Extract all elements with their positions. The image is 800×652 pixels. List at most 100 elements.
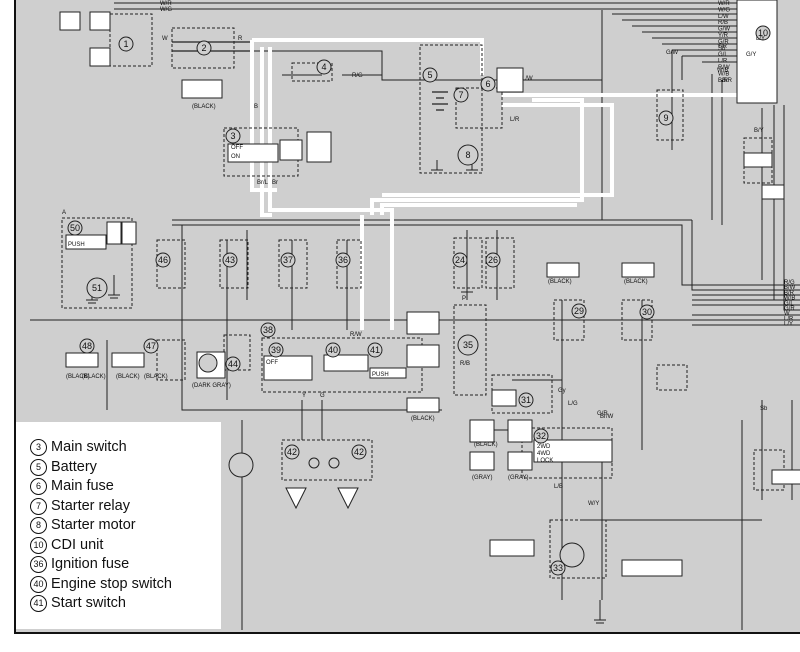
wire-code: Sb xyxy=(760,406,768,412)
wire-code: W/G xyxy=(160,7,172,13)
legend-label: Starter motor xyxy=(51,517,136,533)
cdi-pin-label: L/W xyxy=(718,14,729,20)
svg-text:50: 50 xyxy=(70,223,80,233)
wire-code: B xyxy=(254,104,258,110)
svg-text:10: 10 xyxy=(758,28,768,38)
wire-code: Br/W xyxy=(600,414,614,420)
right-wire-label: B/R xyxy=(784,290,795,296)
label-layer: (BLACK)(BLACK)(BLACK)(BLACK)(BLACK)(BLAC… xyxy=(62,1,796,507)
wire-code: Y xyxy=(302,393,306,399)
harness-wires xyxy=(30,2,800,630)
callout-9: 9 xyxy=(658,110,674,126)
wire-code: G/Y xyxy=(746,52,756,58)
label-black-47b: (BLACK) xyxy=(144,374,168,380)
label-lock: LOCK xyxy=(537,458,553,464)
legend-label: Main fuse xyxy=(51,478,114,494)
cdi-pin-label: Y/R xyxy=(718,33,729,39)
callout-10: 10 xyxy=(755,25,771,41)
callout-6: 6 xyxy=(480,76,496,92)
legend-label: Engine stop switch xyxy=(51,575,172,592)
lamp-housings xyxy=(285,487,359,510)
callout-8: 8 xyxy=(457,144,479,166)
callout-47: 47 xyxy=(143,338,159,354)
wire-code: Br xyxy=(272,180,278,186)
label-gray-a: (GRAY) xyxy=(472,475,493,481)
svg-text:43: 43 xyxy=(225,255,235,265)
callout-24: 24 xyxy=(452,252,468,268)
svg-text:3: 3 xyxy=(230,131,235,141)
right-wire-label: W xyxy=(784,311,790,317)
callout-50: 50 xyxy=(67,220,83,236)
legend-label: Battery xyxy=(51,458,97,475)
wire-code: G xyxy=(320,393,325,399)
callout-2: 2 xyxy=(196,40,212,56)
wire-code: Y/R xyxy=(717,44,728,50)
svg-text:30: 30 xyxy=(642,307,652,317)
right-wire-label: L/Y xyxy=(784,322,793,328)
svg-text:8: 8 xyxy=(465,150,470,160)
svg-text:29: 29 xyxy=(574,306,584,316)
legend-number: 10 xyxy=(30,536,47,554)
svg-text:44: 44 xyxy=(228,359,238,369)
label-off-main: OFF xyxy=(231,145,243,151)
right-wire-label: G/L xyxy=(784,301,794,307)
wire-code: L/G xyxy=(568,401,578,407)
cdi-pin-label: W/G xyxy=(718,7,730,13)
cdi-pin-label: Sb xyxy=(718,46,726,52)
callout-36: 36 xyxy=(335,252,351,268)
wire-code: W/Y xyxy=(588,501,599,507)
wire-code: L/B xyxy=(554,484,563,490)
wire-code: R/W xyxy=(350,332,362,338)
svg-text:32: 32 xyxy=(536,431,546,441)
legend-label: Main switch xyxy=(51,439,127,455)
svg-text:4: 4 xyxy=(321,62,326,72)
svg-text:5: 5 xyxy=(427,70,432,80)
legend-number: 5 xyxy=(30,458,47,476)
label-push-a: PUSH xyxy=(68,242,85,248)
svg-text:35: 35 xyxy=(463,340,473,350)
label-section-a: A xyxy=(62,210,66,216)
right-wire-label: G/R xyxy=(784,306,795,312)
wire-code: Gy xyxy=(558,388,566,394)
legend-number: 6 xyxy=(30,478,47,495)
callout-33: 33 xyxy=(550,560,566,576)
label-black-29: (BLACK) xyxy=(548,279,572,285)
label-gray-b: (GRAY) xyxy=(508,475,529,481)
callout-43: 43 xyxy=(222,252,238,268)
svg-text:40: 40 xyxy=(328,345,338,355)
cdi-pin-label: R/B xyxy=(718,20,728,26)
wire-code: L/R xyxy=(510,117,520,123)
svg-text:24: 24 xyxy=(455,255,465,265)
callout-31: 31 xyxy=(518,392,534,408)
wire-code: B/Y xyxy=(754,128,764,134)
callout-26: 26 xyxy=(485,252,501,268)
callout-39: 39 xyxy=(268,342,284,358)
cdi-pin-label: W/B xyxy=(718,71,729,77)
label-on-main: ON xyxy=(231,154,240,160)
svg-text:1: 1 xyxy=(123,39,128,49)
svg-text:36: 36 xyxy=(338,255,348,265)
svg-text:2: 2 xyxy=(201,43,206,53)
label-black-47a: (BLACK) xyxy=(116,374,140,380)
legend-label: Start switch xyxy=(51,595,126,611)
svg-text:48: 48 xyxy=(82,341,92,351)
svg-text:38: 38 xyxy=(263,325,273,335)
legend-label: CDI unit xyxy=(51,536,104,553)
legend-number: 7 xyxy=(30,497,47,515)
wire-code: L/Y xyxy=(756,36,765,42)
svg-text:46: 46 xyxy=(158,255,168,265)
right-wire-label: W/B xyxy=(784,296,795,302)
wire-code: B/R xyxy=(722,78,733,84)
right-wire-label: B/W xyxy=(784,285,796,291)
round-components xyxy=(198,353,585,568)
callout-41: 41 xyxy=(367,342,383,358)
connector-blocks xyxy=(59,0,800,577)
